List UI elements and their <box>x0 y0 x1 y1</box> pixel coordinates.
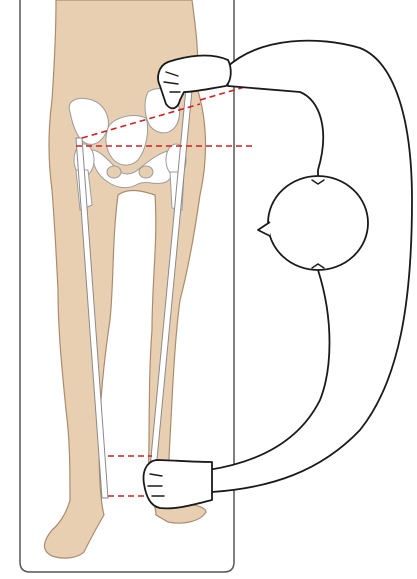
obturator-right <box>139 166 153 178</box>
examiner-lower-hand <box>144 460 213 508</box>
obturator-left <box>107 166 121 178</box>
examiner-nose <box>258 222 270 236</box>
examiner-head <box>268 176 368 270</box>
